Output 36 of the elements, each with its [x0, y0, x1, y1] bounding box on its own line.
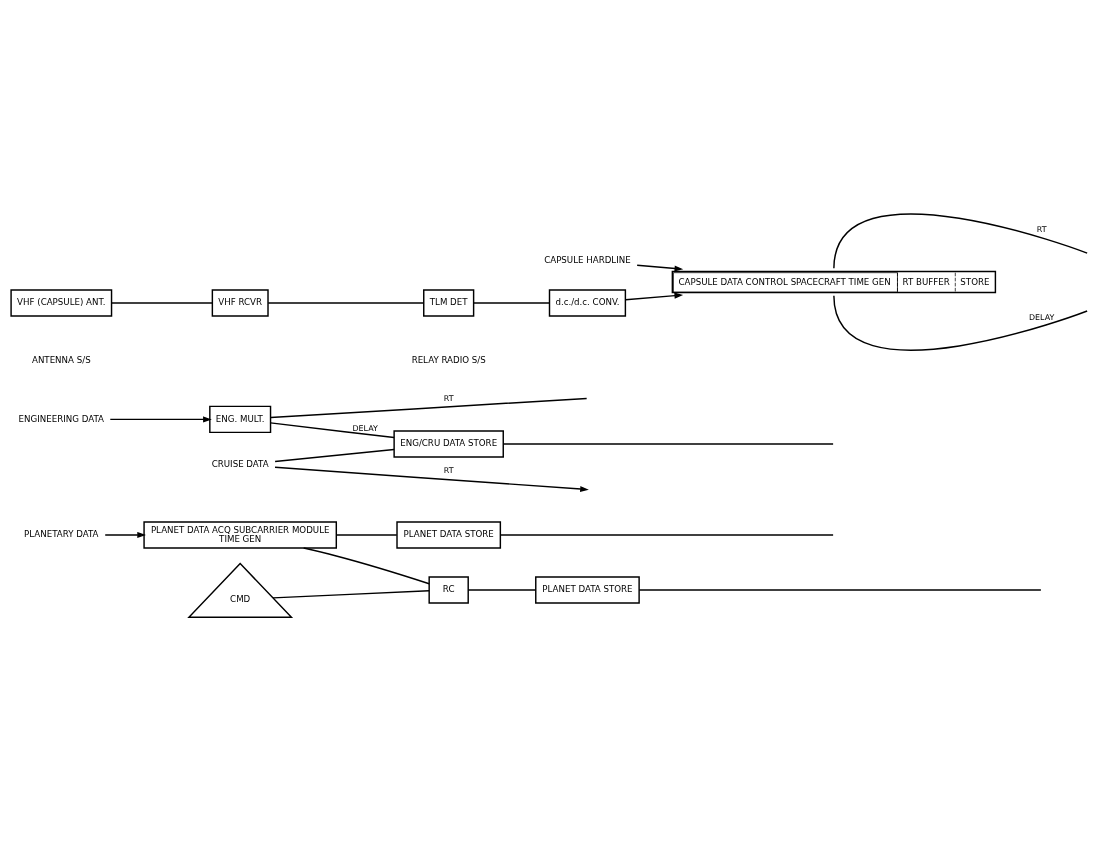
node-text: CAPSULE HARDLINE [544, 254, 631, 265]
node-box: ENG/CRU DATA STORE [393, 429, 504, 458]
connector [638, 588, 1042, 591]
label: RELAY RADIO S/S [411, 354, 486, 365]
connector [269, 397, 588, 418]
connector [110, 301, 213, 304]
node-box: VHF (CAPSULE) ANT. [10, 288, 113, 317]
node-text: PLANETARY DATA [24, 528, 99, 539]
arrow [274, 466, 589, 492]
connector [472, 301, 550, 304]
node-box: TLM DET [423, 288, 475, 317]
node-text: CRUISE DATA [211, 458, 269, 469]
connector [499, 533, 834, 536]
arrow [109, 415, 212, 422]
connector [274, 448, 395, 462]
node-box: ENG. MULT. [209, 405, 272, 433]
connector [272, 589, 430, 599]
connector [302, 546, 430, 584]
arrow [104, 531, 146, 538]
node-box: PLANET DATA STORE [396, 520, 502, 549]
connector [335, 533, 398, 536]
connector [467, 588, 537, 591]
connector [502, 442, 834, 445]
node-box: d.c./d.c. CONV. [548, 288, 627, 317]
node-box: RC [428, 575, 469, 604]
arrow [624, 292, 684, 301]
node-box: VHF RCVR [211, 288, 269, 317]
connector [833, 213, 1088, 269]
connector [269, 421, 395, 438]
node-box: PLANET DATA STORE [535, 575, 640, 604]
node-text: ENGINEERING DATA [18, 413, 105, 424]
connector [833, 294, 1088, 351]
label: ANTENNA S/S [31, 354, 91, 365]
arrow [636, 264, 684, 272]
node-box: PLANET DATA ACQ SUBCARRIER MODULE TIME GEN [143, 520, 338, 549]
connector [267, 301, 425, 304]
